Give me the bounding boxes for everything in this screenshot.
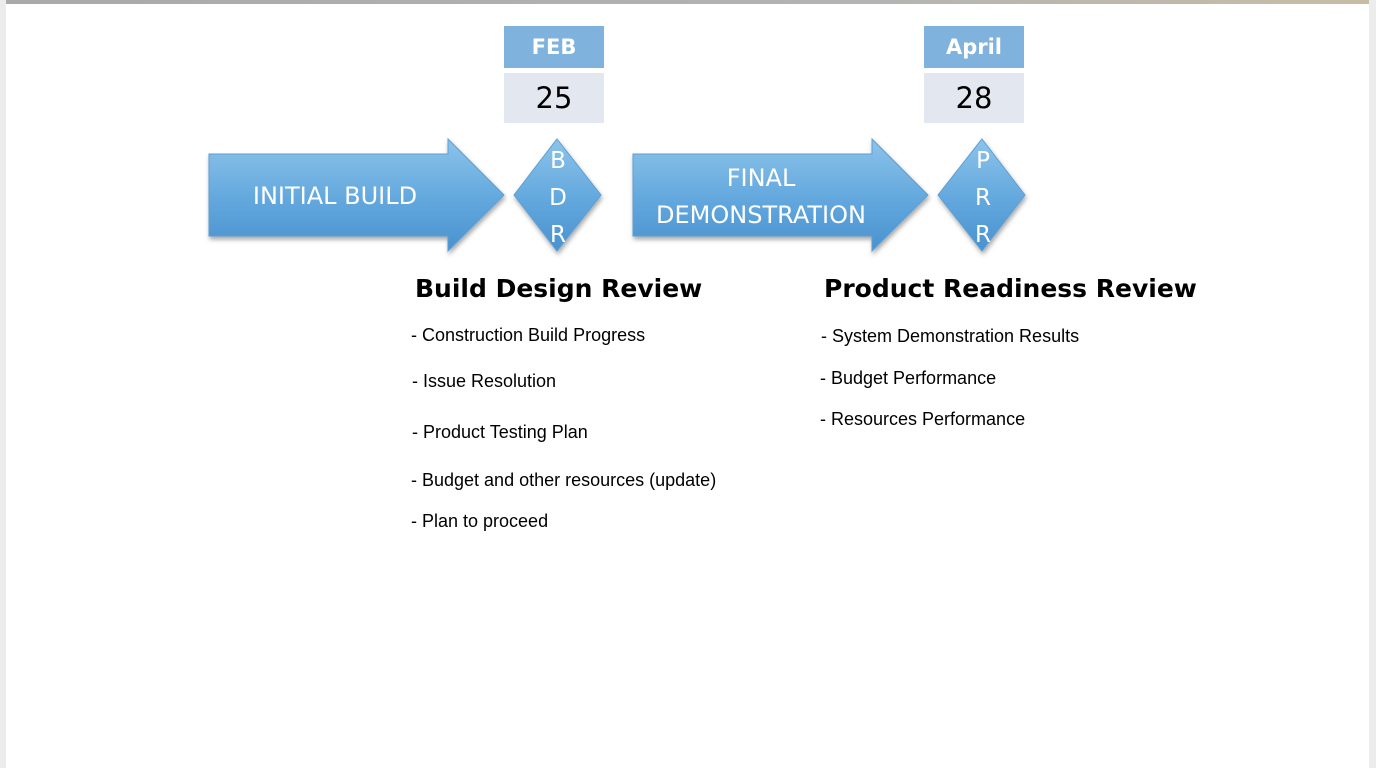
bdr-letters: B D R — [538, 143, 578, 254]
prr-letters: P R R — [963, 143, 1003, 254]
prr-letter-2: R — [975, 185, 991, 211]
bdr-letter-1: B — [550, 148, 566, 174]
build-review-item-2: - Issue Resolution — [412, 371, 557, 391]
initial-build-arrow — [208, 137, 505, 253]
product-readiness-review-title: Product Readiness Review — [824, 274, 1197, 303]
prr-letter-3: R — [975, 222, 991, 248]
bdr-diamond — [513, 138, 602, 252]
milestone-2-month: April — [924, 26, 1024, 68]
build-review-item-1: - Construction Build Progress — [411, 325, 646, 345]
initial-build-label: INITIAL BUILD — [235, 178, 435, 215]
timeline-slide: FEB 25 April 28 INITIAL BUILD B D R FINA… — [6, 0, 1369, 768]
product-review-item-1: - System Demonstration Results — [821, 326, 1080, 346]
build-design-review-title: Build Design Review — [415, 274, 703, 303]
milestone-1-day: 25 — [504, 73, 604, 123]
final-demonstration-label: FINAL DEMONSTRATION — [636, 160, 886, 234]
final-demonstration-label-line-2: DEMONSTRATION — [656, 201, 866, 229]
top-rule — [6, 0, 1369, 4]
final-demonstration-arrow — [632, 137, 929, 253]
bdr-letter-2: D — [549, 185, 567, 211]
bdr-letter-3: R — [550, 222, 566, 248]
build-review-item-4: - Budget and other resources (update) — [411, 470, 717, 490]
build-review-item-5: - Plan to proceed — [411, 511, 549, 531]
prr-diamond — [937, 138, 1026, 252]
build-review-item-3: - Product Testing Plan — [412, 422, 588, 442]
milestone-2-day: 28 — [924, 73, 1024, 123]
initial-build-label-line-1: INITIAL BUILD — [252, 182, 418, 210]
product-review-item-2: - Budget Performance — [820, 368, 997, 388]
product-review-item-3: - Resources Performance — [820, 409, 1026, 429]
final-demonstration-label-line-1: FINAL — [726, 164, 796, 192]
prr-letter-1: P — [976, 148, 990, 174]
milestone-1-month: FEB — [504, 26, 604, 68]
